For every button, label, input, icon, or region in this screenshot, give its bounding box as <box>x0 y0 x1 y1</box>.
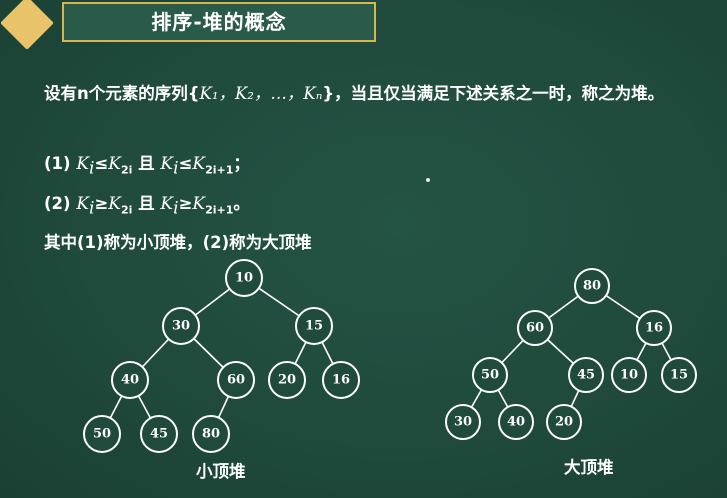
node-value: 80 <box>202 427 220 442</box>
node-value: 16 <box>645 321 663 336</box>
node-value: 15 <box>305 319 323 334</box>
node-value: 10 <box>235 271 253 286</box>
rule-2-term-b: K <box>108 194 121 214</box>
node-value: 50 <box>481 368 499 383</box>
heap-node: 60 <box>217 361 255 399</box>
rule-2-and: 且 <box>132 194 161 213</box>
heap-node: 30 <box>162 307 200 345</box>
node-value: 60 <box>227 373 245 388</box>
node-value: 40 <box>507 415 525 430</box>
rule-1-end: ； <box>233 154 250 173</box>
heap-node: 20 <box>268 361 306 399</box>
node-value: 30 <box>172 319 190 334</box>
rule-2: (2) Ki≥K2i 且 Ki≥K2i+1。 <box>44 190 250 218</box>
heap-node: 10 <box>611 357 647 393</box>
rule-1-term-b: K <box>108 154 121 174</box>
heap-node: 45 <box>140 415 178 453</box>
heap-node: 60 <box>517 310 553 346</box>
min-heap-tree: 10 30 15 40 60 20 16 50 45 80 <box>83 259 360 453</box>
rule-2-sub-b: 2i <box>120 203 133 217</box>
heap-node: 50 <box>83 415 121 453</box>
rule-2-sub-c: i <box>173 198 179 219</box>
definition-sequence: K₁，K₂，…，Kₙ <box>199 84 323 103</box>
heap-node: 15 <box>295 307 333 345</box>
rule-1-op1: ≤ <box>94 154 109 173</box>
rule-2-prefix: (2) <box>44 194 77 213</box>
node-value: 15 <box>670 368 688 383</box>
rule-2-term-d: K <box>192 194 206 214</box>
rule-1-sub-b: 2i <box>120 163 133 177</box>
heap-node: 40 <box>498 404 534 440</box>
heap-node: 20 <box>546 404 582 440</box>
rule-2-op2: ≥ <box>178 194 193 213</box>
chalk-dot <box>426 178 430 182</box>
rule-1-sub-c: i <box>173 158 179 179</box>
max-heap-caption: 大顶堆 <box>564 458 614 477</box>
heap-node: 80 <box>192 415 230 453</box>
rule-1-and: 且 <box>132 154 161 173</box>
heap-node: 30 <box>445 404 481 440</box>
heap-node: 15 <box>661 357 697 393</box>
rule-2-sub-d: 2i+1 <box>205 203 234 217</box>
rule-1-term-a: K <box>76 154 90 174</box>
heap-node: 45 <box>568 357 604 393</box>
heap-node: 40 <box>111 361 149 399</box>
rule-1-term-c: K <box>160 154 174 174</box>
definition-paragraph: 设有n个元素的序列{K₁，K₂，…，Kₙ}，当且仅当满足下述关系之一时，称之为堆… <box>44 78 712 110</box>
title-banner <box>62 2 376 42</box>
node-value: 40 <box>121 373 139 388</box>
node-value: 20 <box>555 415 573 430</box>
definition-after: }，当且仅当满足下述关系之一时，称之为堆。 <box>322 84 665 103</box>
heap-types-summary: 其中(1)称为小顶堆，(2)称为大顶堆 <box>44 233 312 252</box>
rule-2-sub-a: i <box>89 198 95 219</box>
rule-2-op1: ≥ <box>94 194 109 213</box>
node-value: 50 <box>93 427 111 442</box>
rule-2-term-c: K <box>160 194 174 214</box>
node-value: 45 <box>150 427 168 442</box>
node-value: 60 <box>526 321 544 336</box>
rule-1-op2: ≤ <box>178 154 193 173</box>
node-value: 10 <box>620 368 638 383</box>
rule-1: (1) Ki≤K2i 且 Ki≤K2i+1； <box>44 150 250 178</box>
node-value: 20 <box>278 373 296 388</box>
heap-node: 80 <box>574 268 610 304</box>
rule-1-term-d: K <box>192 154 206 174</box>
heap-node: 10 <box>225 259 263 297</box>
rule-1-sub-a: i <box>89 158 95 179</box>
rule-2-term-a: K <box>76 194 90 214</box>
heap-node: 16 <box>636 310 672 346</box>
max-heap-tree: 80 60 16 50 45 10 15 30 40 20 <box>445 268 697 440</box>
min-heap-caption: 小顶堆 <box>196 462 246 481</box>
rule-2-end: 。 <box>233 194 250 213</box>
rule-1-sub-d: 2i+1 <box>205 163 234 177</box>
node-value: 30 <box>454 415 472 430</box>
node-value: 80 <box>583 279 601 294</box>
node-value: 45 <box>577 368 595 383</box>
heap-node: 16 <box>322 361 360 399</box>
heap-node: 50 <box>472 357 508 393</box>
node-value: 16 <box>332 373 350 388</box>
definition-before: 设有n个元素的序列{ <box>44 84 200 103</box>
rule-1-prefix: (1) <box>44 154 77 173</box>
slide-title: 排序-堆的概念 <box>151 10 287 34</box>
